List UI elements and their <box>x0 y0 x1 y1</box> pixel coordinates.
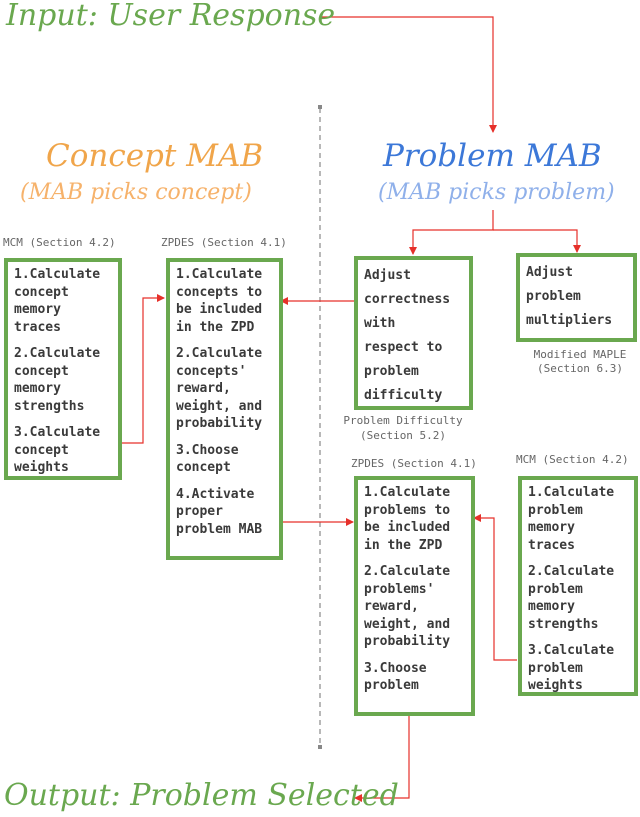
zpdes-concept-step-2: 2.Calculate concepts' reward, weight, an… <box>176 346 263 431</box>
mcm-concept-section: MCM (Section 4.2) <box>3 236 116 249</box>
zpdes-concept-box: 1.Calculate concepts to be included in t… <box>166 258 283 560</box>
zpdes-concept-step-3: 3.Choose concept <box>176 442 239 476</box>
adjust-correctness-text: Adjust correctness with respect to probl… <box>364 268 451 403</box>
output-label: Output: Problem Selected <box>4 778 399 813</box>
zpdes-concept-section: ZPDES (Section 4.1) <box>161 236 287 249</box>
split-arrow-right <box>493 229 581 253</box>
output-arrow <box>354 715 410 802</box>
concept-mab-title: Concept MAB <box>46 138 264 174</box>
adjust-correctness-box: Adjust correctness with respect to probl… <box>354 256 473 410</box>
problem-mab-title: Problem MAB <box>383 138 602 174</box>
problem-weights-arrow <box>473 514 517 661</box>
mcm-problem-step-1: 1.Calculate problem memory traces <box>528 485 615 553</box>
zpdes-problem-step-3: 3.Choose problem <box>364 660 427 694</box>
split-arrow-left <box>409 210 494 255</box>
concept-mab-subtitle: (MAB picks concept) <box>20 180 252 205</box>
zpdes-problem-step-2: 2.Calculate problems' reward, weight, an… <box>364 564 451 649</box>
mcm-concept-box: 1.Calculate concept memory traces 2.Calc… <box>4 258 122 480</box>
adjust-multipliers-text: Adjust problem multipliers <box>526 265 613 328</box>
zpdes-problem-box: 1.Calculate problems to be included in t… <box>354 476 475 716</box>
mcm-problem-step-3: 3.Calculate problem weights <box>528 643 615 693</box>
input-label: Input: User Response <box>6 0 336 33</box>
mcm-concept-step-1: 1.Calculate concept memory traces <box>14 267 101 335</box>
input-arrow <box>320 16 497 133</box>
problem-difficulty-section: Problem Difficulty (Section 5.2) <box>343 414 463 442</box>
zpdes-concept-step-1: 1.Calculate concepts to be included in t… <box>176 267 263 335</box>
mcm-concept-step-3: 3.Calculate concept weights <box>14 425 101 475</box>
mcm-concept-step-2: 2.Calculate concept memory strengths <box>14 346 101 414</box>
modified-maple-section: Modified MAPLE (Section 6.3) <box>533 348 627 375</box>
zpdes-concept-step-4: 4.Activate proper problem MAB <box>176 486 263 537</box>
problem-mab-subtitle: (MAB picks problem) <box>378 180 615 205</box>
mcm-problem-step-2: 2.Calculate problem memory strengths <box>528 564 615 632</box>
concept-weights-arrow <box>120 294 165 444</box>
mcm-problem-box: 1.Calculate problem memory traces 2.Calc… <box>518 476 638 696</box>
mcm-problem-section: MCM (Section 4.2) <box>516 453 629 466</box>
zpdes-problem-section: ZPDES (Section 4.1) <box>351 457 477 470</box>
zpdes-problem-step-1: 1.Calculate problems to be included in t… <box>364 485 451 553</box>
adjust-multipliers-box: Adjust problem multipliers <box>516 253 637 342</box>
